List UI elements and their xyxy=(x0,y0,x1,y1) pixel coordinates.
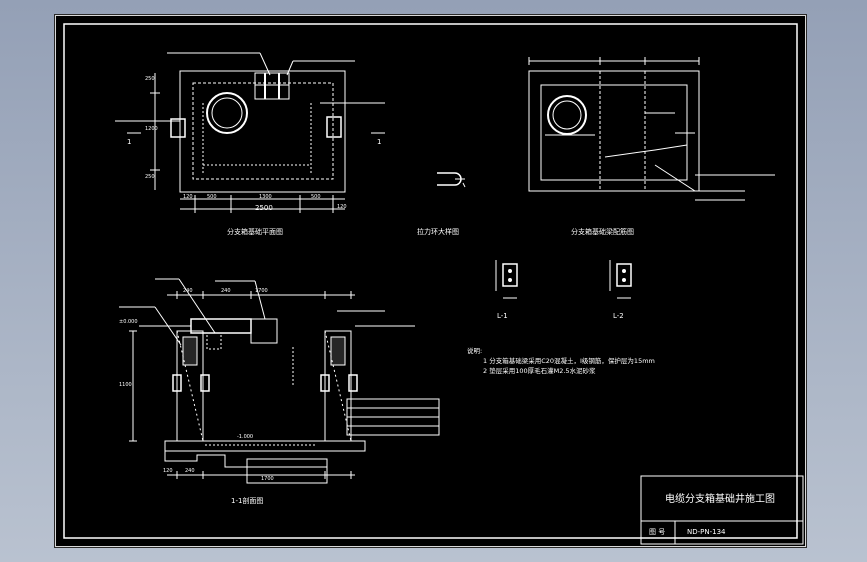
notes-line-2: 2 垫层采用100厚毛石灌M2.5水泥砂浆 xyxy=(483,367,596,375)
drawing-no-label: 图 号 xyxy=(649,528,666,536)
section-dim-a: 240 xyxy=(183,288,193,294)
cad-linework xyxy=(55,15,806,547)
beam-label-l1: L-1 xyxy=(497,312,508,320)
plan-top-block xyxy=(254,72,290,100)
plan-dim-b: 500 xyxy=(207,194,217,200)
beam-label-l2: L-2 xyxy=(613,312,624,320)
ground-level: ±0.000 xyxy=(119,319,138,325)
plan-dim-c: 1300 xyxy=(259,194,272,200)
section-dim-b: 240 xyxy=(221,288,231,294)
plan-dim-left-c: 250 xyxy=(145,174,155,180)
plan-dim-total: 2500 xyxy=(255,204,273,212)
section-dim-bottom-a: 120 xyxy=(163,468,173,474)
arrangement-outer xyxy=(528,70,700,192)
floor-level: -1.000 xyxy=(237,434,254,440)
drawing-sheet: 分支箱基础平面图 2500 120 500 1300 500 120 250 1… xyxy=(54,14,807,548)
section-mark-left: 1 xyxy=(127,138,132,146)
plan-dim-a: 120 xyxy=(183,194,193,200)
pipe-circle xyxy=(206,92,248,134)
inner-border xyxy=(63,23,798,539)
beam-title: 分支箱基础梁配筋图 xyxy=(571,228,634,236)
pull-ring-title: 拉力环大样图 xyxy=(417,228,459,236)
notes-heading: 说明: xyxy=(467,347,483,355)
plan-dim-left-a: 250 xyxy=(145,76,155,82)
outer-border xyxy=(55,15,806,547)
notes-line-1: 1 分支箱基础梁采用C20混凝土，Ⅰ级钢筋，保护层为15mm xyxy=(483,357,655,365)
section-mark-right: 1 xyxy=(377,138,382,146)
pull-ring-detail xyxy=(437,172,466,188)
beam-sections xyxy=(495,260,632,299)
plan-view xyxy=(115,52,385,213)
pipe-circle-inner xyxy=(211,97,243,129)
plan-dim-left-b: 1200 xyxy=(145,126,158,132)
section-dim-height: 1100 xyxy=(119,382,132,388)
section-title: 1-1剖面图 xyxy=(231,497,264,505)
title-block xyxy=(640,475,804,545)
section-view xyxy=(119,278,440,484)
plan-title: 分支箱基础平面图 xyxy=(227,228,283,236)
drawing-title: 电缆分支箱基础井施工图 xyxy=(665,494,775,505)
section-dim-total: 1700 xyxy=(255,288,268,294)
plan-inner-wall xyxy=(192,82,334,180)
plan-dim-e: 120 xyxy=(337,204,347,210)
plan-outer-wall xyxy=(179,70,346,193)
section-dim-bottom-c: 1700 xyxy=(261,476,274,482)
arrangement-view xyxy=(528,57,775,201)
plan-dim-d: 500 xyxy=(311,194,321,200)
section-dim-bottom-b: 240 xyxy=(185,468,195,474)
drawing-no: ND-PN-134 xyxy=(687,528,726,536)
